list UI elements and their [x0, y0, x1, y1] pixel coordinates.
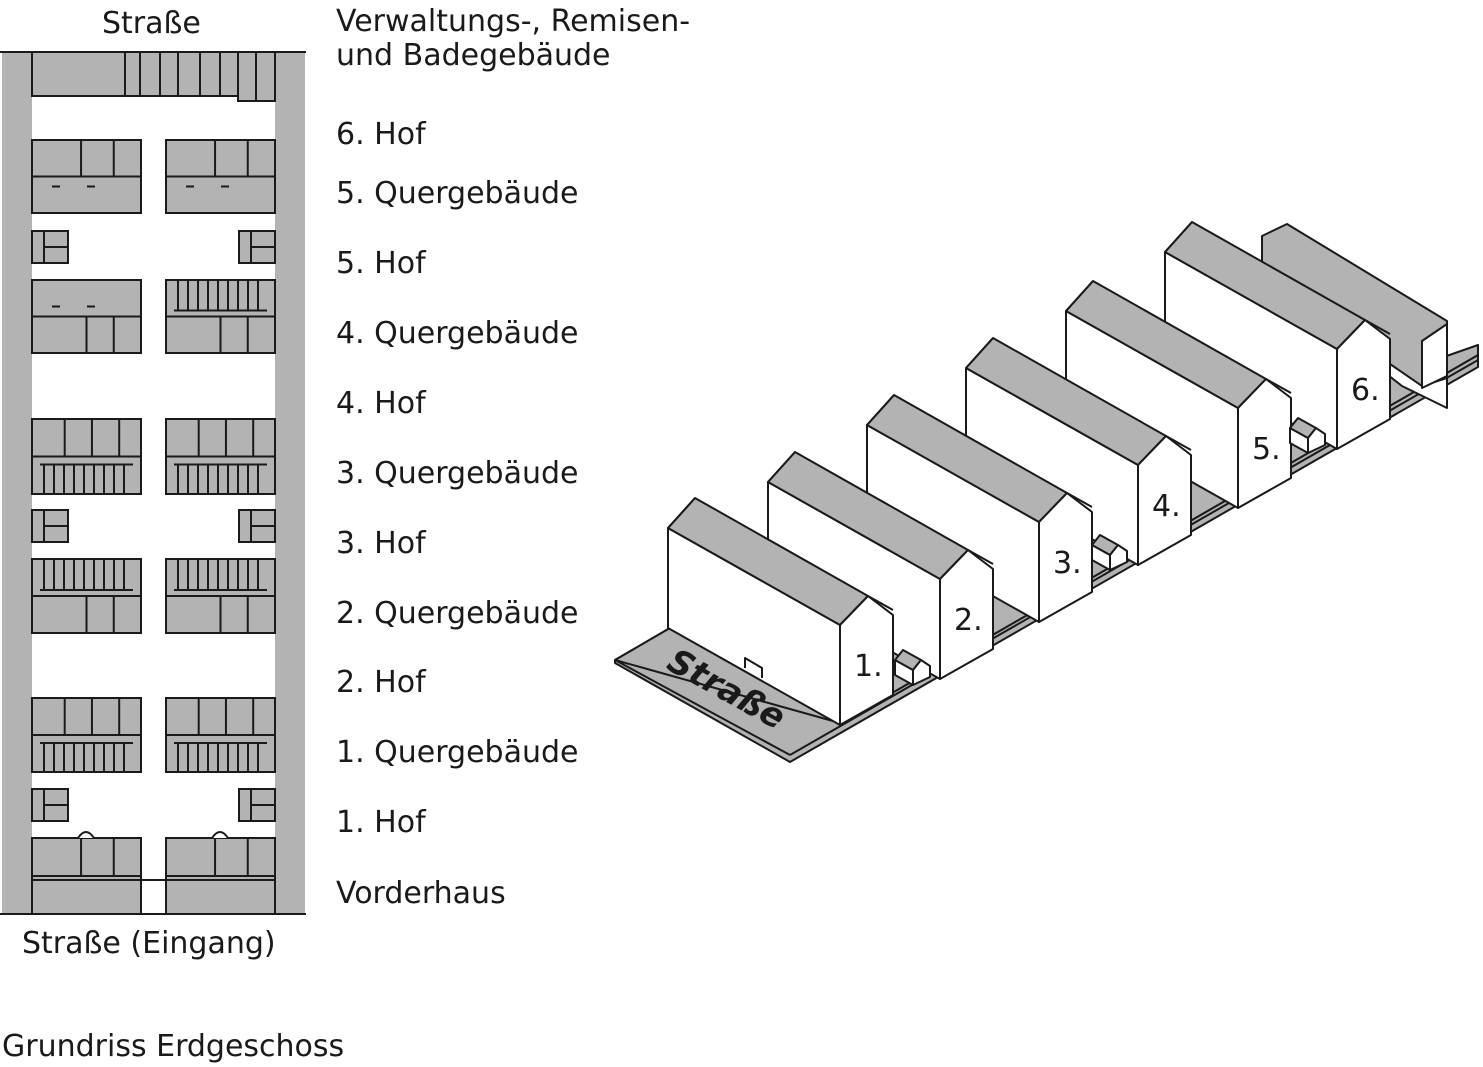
plan-hof5-shed-right — [238, 230, 276, 264]
iso-shed-2 — [1091, 534, 1128, 571]
iso-building-number-3: 3. — [1053, 546, 1082, 581]
plan-street-top-label: Straße — [102, 6, 201, 41]
iso-building-2-eave — [967, 549, 994, 565]
iso-shed-1 — [894, 649, 931, 686]
iso-building-2: 2. — [767, 451, 994, 680]
iso-street-entry-marker — [744, 657, 763, 678]
section-label-hof1: 1. Hof — [336, 805, 426, 840]
plan-quer2-left — [31, 558, 142, 634]
iso-building-3-ridge-end — [866, 394, 895, 426]
iso-building-4: 4. — [965, 337, 1192, 566]
plan-hof3-shed-right — [238, 509, 276, 543]
iso-building-5-ridge-end — [1065, 280, 1094, 312]
iso-building-6-gable — [1336, 319, 1391, 450]
plan-vorderhaus-entry-right — [211, 831, 229, 839]
plan-left-strip — [2, 52, 32, 914]
iso-building-number-1: 1. — [854, 649, 883, 684]
section-label-hof3: 3. Hof — [336, 526, 426, 561]
section-label-verwaltung-2: und Badegebäude — [336, 38, 611, 73]
section-label-quer1: 1. Quergebäude — [336, 735, 579, 770]
iso-building-number-4: 4. — [1152, 489, 1181, 524]
section-label-verwaltung-1: Verwaltungs-, Remisen- — [336, 4, 691, 39]
iso-building-1-eave — [867, 595, 894, 611]
iso-ground-edge — [614, 659, 791, 756]
plan-hof1-shed-right — [238, 788, 276, 822]
plan-verwaltung-building — [31, 51, 276, 97]
section-label-quer5: 5. Quergebäude — [336, 176, 579, 211]
plan-hof1-shed-left — [31, 788, 69, 822]
iso-building-4-gable — [1137, 435, 1192, 566]
iso-building-1: 1. — [667, 497, 894, 726]
iso-building-number-2: 2. — [954, 603, 983, 638]
iso-verwaltung-gable — [1421, 323, 1448, 389]
floor-plan — [0, 51, 306, 915]
plan-quer3-left — [31, 418, 142, 495]
plan-quer4-left — [31, 279, 142, 354]
iso-building-6-ridge-end — [1164, 221, 1193, 253]
iso-building-4-ridge-end — [965, 337, 994, 369]
plan-quer4-right — [165, 279, 276, 354]
section-label-quer2: 2. Quergebäude — [336, 596, 579, 631]
iso-building-1-gable — [839, 595, 894, 726]
iso-building-number-5: 5. — [1252, 432, 1281, 467]
plan-vorderhaus-entry-left — [77, 831, 95, 839]
iso-building-3: 3. — [866, 394, 1093, 623]
plan-hof5-shed-left — [31, 230, 69, 264]
plan-quer1-right — [165, 697, 276, 773]
iso-shed-3 — [1289, 417, 1326, 454]
section-label-quer3: 3. Quergebäude — [336, 456, 579, 491]
iso-building-5-eave — [1265, 378, 1292, 394]
section-label-hof2: 2. Hof — [336, 665, 426, 700]
plan-quer3-right — [165, 418, 276, 495]
plan-quer5-left — [31, 139, 142, 214]
plan-quer1-left — [31, 697, 142, 773]
iso-building-4-eave — [1165, 435, 1192, 451]
plan-right-strip — [275, 52, 305, 914]
iso-building-6-eave — [1364, 319, 1391, 335]
plan-quer5-right — [165, 139, 276, 214]
iso-building-6: 6. — [1164, 221, 1391, 450]
iso-shed-gable — [912, 659, 931, 686]
plan-hof3-shed-left — [31, 509, 69, 543]
iso-building-1-ridge-end — [667, 497, 696, 529]
iso-building-5: 5. — [1065, 280, 1292, 509]
plan-vorderhaus-left — [31, 837, 142, 915]
iso-building-2-ridge-end — [767, 451, 796, 483]
iso-building-number-6: 6. — [1351, 373, 1380, 408]
iso-building-2-gable — [939, 549, 994, 680]
section-label-hof6: 6. Hof — [336, 117, 426, 152]
section-label-hof4: 4. Hof — [336, 386, 426, 421]
section-label-hof5: 5. Hof — [336, 246, 426, 281]
iso-shed-gable — [1307, 427, 1326, 454]
plan-caption: Grundriss Erdgeschoss — [2, 1029, 345, 1064]
plan-quer2-right — [165, 558, 276, 634]
iso-building-3-eave — [1066, 492, 1093, 508]
plan-street-bottom-label: Straße (Eingang) — [22, 926, 276, 961]
section-label-quer4: 4. Quergebäude — [336, 316, 579, 351]
section-label-vorderhaus: Vorderhaus — [336, 876, 506, 911]
iso-shed-gable — [1109, 544, 1128, 571]
